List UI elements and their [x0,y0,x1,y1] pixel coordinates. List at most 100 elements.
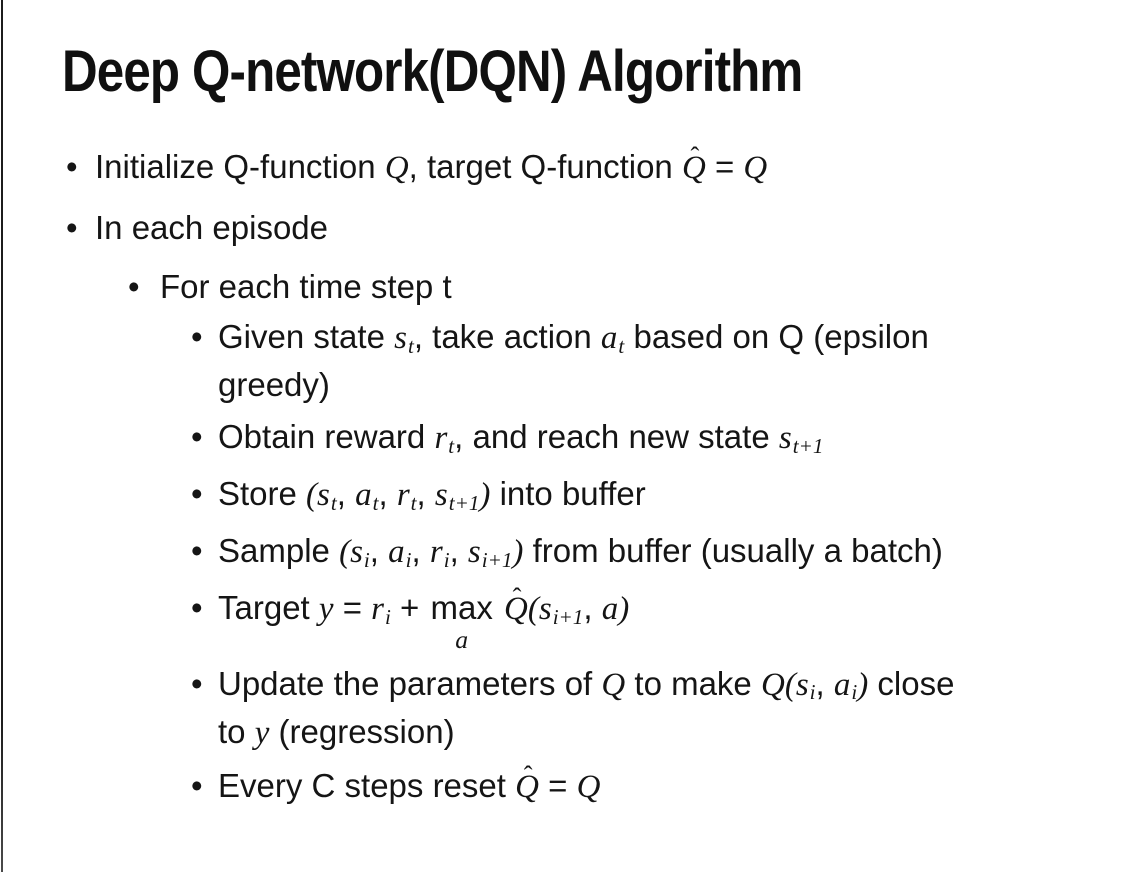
math-var: Q [601,666,626,703]
bullet-item: •Update the parameters of Q to make Q(si… [0,662,1110,755]
math-var-subscript: ai [388,534,412,572]
math-var-subscript: at [600,320,625,358]
math-subscript: i [809,680,816,705]
text-run: Obtain reward [218,418,435,455]
slide-left-border [1,0,3,872]
math-base: s [538,591,552,627]
math-subscript: i+1 [552,604,584,629]
bullet-marker: • [191,532,203,569]
math-base: s [317,477,330,513]
bullet-marker: • [128,268,140,305]
text-run: , [416,475,435,512]
bullet-item: •Sample (si, ai, ri, si+1) from buffer (… [0,529,1110,577]
math-var: y [318,591,334,627]
bullet-text: For each time step t [160,265,1110,308]
math-base: s [434,477,448,513]
math-base: a [355,477,372,513]
slide-title: Deep Q-network(DQN) Algorithm [62,39,803,104]
math-var: y [254,714,270,751]
text-run: into buffer [490,475,646,512]
operator-subscript: a [455,625,469,654]
math-base: a [388,534,405,570]
bullet-list: • Initialize Q-function Q, target Q-funct… [0,143,1110,818]
math-var-subscript: rt [396,477,417,515]
math-subscript: t [330,490,337,515]
bullet-marker: • [191,589,203,626]
math-var-subscript: ai [833,666,857,705]
math-var: ) [512,534,524,570]
text-run: based on Q (epsilon [624,318,929,355]
math-var: ) [618,591,630,627]
text-run: For each time step t [160,268,452,305]
hat-accent: ˆ [523,759,533,790]
math-base: a [600,320,618,356]
hat-accent: ˆ [512,582,522,613]
text-run: , [378,475,397,512]
text-run: , target Q-function [408,148,682,185]
math-subscript: t+1 [792,433,824,458]
math-subscript: i [363,547,370,572]
math-var: a [601,591,619,627]
bullet-item: •Obtain reward rt, and reach new state s… [0,415,1110,463]
text-run: Target [218,589,319,626]
bullet-item: • For each time step t [0,265,1110,308]
math-base: s [778,420,792,456]
bullet-marker: • [66,148,78,185]
math-subscript: t+1 [448,490,480,515]
math-var-subscript: st [394,320,414,358]
math-var: ) [857,666,869,703]
math-var: ( [784,666,796,703]
text-run: = [538,766,577,804]
math-var: Q [760,666,785,703]
math-base: Q [681,150,706,186]
math-base: r [429,534,443,570]
math-subscript: t [407,333,414,358]
operator-name: max [430,589,493,626]
text-run: from buffer (usually a batch) [523,532,943,569]
math-var: Q [384,150,409,186]
bullet-marker: • [66,209,78,246]
text-run [495,589,504,626]
math-base: s [350,534,363,570]
math-subscript: t [448,433,455,458]
text-run: + [390,589,429,626]
math-var-subscript: ri [371,591,391,629]
bullet-item: •In each episode [0,206,1110,249]
math-base: r [396,477,410,513]
text-run: greedy) [218,366,330,403]
text-run: Update the parameters of [218,664,602,702]
math-subscript: t [372,490,379,515]
text-run: = [333,589,372,626]
bullet-marker: • [191,664,203,702]
math-var: Q [743,150,768,186]
text-run: , take action [413,318,601,355]
text-run: , [411,532,430,569]
math-var-subscript: si+1 [538,591,584,629]
math-base: a [833,666,851,703]
bullet-text: Store (st, at, rt, st+1) into buffer [218,472,1110,520]
math-subscript: i [385,604,391,629]
bullet-text: Initialize Q-function Q, target Q-functi… [95,143,1110,190]
text-run: , [583,589,602,626]
text-run: (regression) [269,712,455,750]
math-subscript: t [618,333,625,358]
math-var-subscript: si [350,534,370,572]
text-run: close [868,664,955,702]
math-var-subscript: ri [429,534,450,572]
math-var: ( [527,591,539,627]
bullet-marker: • [191,766,203,804]
math-base: s [795,666,809,703]
math-subscript: i [405,547,412,572]
math-var: ( [339,534,351,570]
math-var: Q [576,768,601,805]
bullet-marker: • [191,418,203,455]
text-run: Every C steps reset [218,766,516,804]
bullet-item: • Initialize Q-function Q, target Q-funct… [0,143,1110,190]
